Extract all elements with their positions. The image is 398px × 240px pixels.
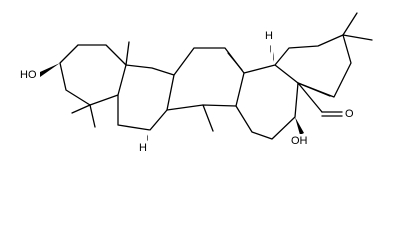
aldehyde-group — [297, 82, 343, 117]
wedge-bond-ho — [40, 63, 60, 77]
wedge-bond-oh — [295, 117, 304, 135]
label-h-bottom-left: H — [139, 142, 147, 154]
structure-canvas: HO OH O H H — [18, 12, 373, 155]
methyl-groups — [71, 12, 373, 132]
label-left-hydroxyl: HO — [20, 69, 37, 81]
label-bottom-hydroxyl: OH — [291, 135, 308, 147]
label-h-top-right: H — [265, 30, 273, 42]
ring-a — [59, 44, 127, 106]
chemical-structure: HO OH O H H — [18, 12, 373, 155]
hash-bond-h-bottom-left — [145, 130, 150, 141]
ring-d — [235, 64, 299, 140]
ring-b — [117, 64, 175, 131]
label-aldehyde-oxygen: O — [345, 108, 354, 120]
stereo-bonds — [40, 45, 304, 141]
ring-e-closure-bond — [297, 82, 331, 97]
atom-labels: HO OH O H H — [18, 30, 355, 155]
ring-e — [274, 34, 352, 98]
double-bond-c12-c13 — [227, 52, 243, 71]
hash-bond-h-top-right — [268, 45, 275, 65]
ring-c — [166, 47, 245, 111]
